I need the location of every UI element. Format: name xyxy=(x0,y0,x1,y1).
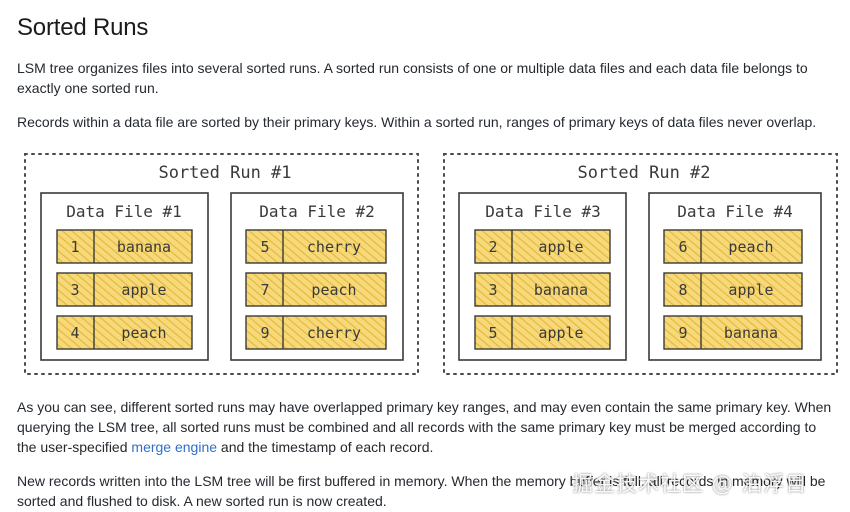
flush-paragraph: New records written into the LSM tree wi… xyxy=(17,473,826,509)
intro-paragraph: LSM tree organizes files into several so… xyxy=(17,60,808,96)
record-row: 3 banana xyxy=(474,272,611,307)
record-value: banana xyxy=(117,238,171,256)
record-row: 3 apple xyxy=(56,272,193,307)
watermark: 掘金技术社区 @ 泊浮目 xyxy=(572,472,808,496)
record-value: peach xyxy=(311,281,356,299)
record-row: 5 cherry xyxy=(245,229,387,264)
record-key: 6 xyxy=(678,238,687,256)
data-file-3: Data File #3 2 apple 3 banana 5 apple xyxy=(458,192,627,361)
record-key: 7 xyxy=(260,281,269,299)
sorted-run-2-border xyxy=(443,153,838,375)
record-row: 8 apple xyxy=(663,272,803,307)
record-value: apple xyxy=(121,281,166,299)
record-row: 7 peach xyxy=(245,272,387,307)
sorted-run-1: Sorted Run #1 Data File #1 1 banana 3 ap… xyxy=(24,153,419,375)
record-key: 2 xyxy=(488,238,497,256)
record-key: 9 xyxy=(678,324,687,342)
sorted-run-2: Sorted Run #2 Data File #3 2 apple 3 ban… xyxy=(443,153,838,375)
record-value: apple xyxy=(538,238,583,256)
data-file-2: Data File #2 5 cherry 7 peach 9 cherry xyxy=(230,192,404,361)
record-key: 3 xyxy=(70,281,79,299)
data-file-2-title: Data File #2 xyxy=(259,202,375,221)
data-file-1-title: Data File #1 xyxy=(66,202,182,221)
data-file-4-title: Data File #4 xyxy=(677,202,793,221)
record-row: 6 peach xyxy=(663,229,803,264)
overlap-text-after: and the timestamp of each record. xyxy=(217,439,434,455)
sorted-run-1-title: Sorted Run #1 xyxy=(158,163,291,183)
data-file-4: Data File #4 6 peach 8 apple 9 banana xyxy=(648,192,822,361)
record-key: 4 xyxy=(70,324,79,342)
record-row: 9 cherry xyxy=(245,315,387,350)
record-row: 2 apple xyxy=(474,229,611,264)
record-value: banana xyxy=(724,324,778,342)
overlap-paragraph: As you can see, different sorted runs ma… xyxy=(17,397,837,457)
data-file-1: Data File #1 1 banana 3 apple 4 peach xyxy=(40,192,209,361)
record-value: apple xyxy=(538,324,583,342)
record-row: 5 apple xyxy=(474,315,611,350)
record-value: banana xyxy=(534,281,588,299)
record-value: peach xyxy=(728,238,773,256)
record-value: peach xyxy=(121,324,166,342)
record-value: cherry xyxy=(307,238,361,256)
sorted-run-2-title: Sorted Run #2 xyxy=(577,163,710,183)
overlap-text-before: As you can see, different sorted runs ma… xyxy=(17,399,832,455)
page-title: Sorted Runs xyxy=(17,14,149,41)
record-key: 8 xyxy=(678,281,687,299)
record-key: 1 xyxy=(70,238,79,256)
record-key: 9 xyxy=(260,324,269,342)
record-value: cherry xyxy=(307,324,361,342)
record-row: 4 peach xyxy=(56,315,193,350)
sorted-runs-diagram: Sorted Run #1 Data File #1 1 banana 3 ap… xyxy=(24,153,838,375)
record-key: 5 xyxy=(488,324,497,342)
record-row: 9 banana xyxy=(663,315,803,350)
record-key: 3 xyxy=(488,281,497,299)
record-key: 5 xyxy=(260,238,269,256)
record-value: apple xyxy=(728,281,773,299)
data-file-3-title: Data File #3 xyxy=(485,202,601,221)
records-paragraph: Records within a data file are sorted by… xyxy=(17,114,817,130)
merge-engine-link[interactable]: merge engine xyxy=(131,439,218,455)
sorted-run-1-border xyxy=(24,153,419,375)
record-row: 1 banana xyxy=(56,229,193,264)
